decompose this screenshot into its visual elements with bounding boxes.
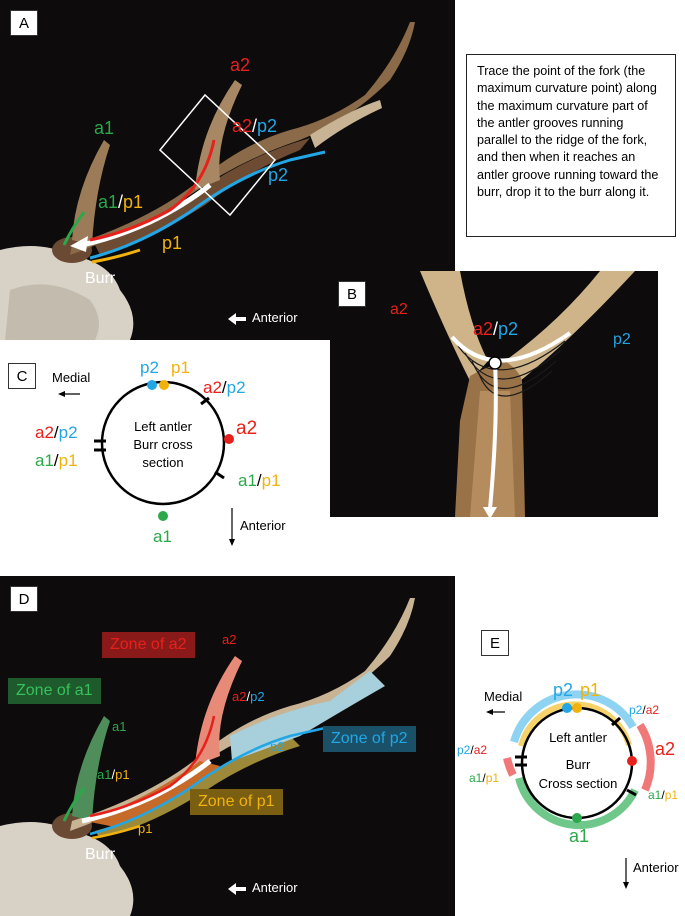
label-c-a2-p2-right: a2/p2 [203, 378, 246, 397]
label-d-a1-p1: a1/p1 [97, 767, 130, 782]
label-p1: p1 [162, 233, 183, 253]
panel-c: C Medial p2 p1 a2/p2 a2 a2/p2 a1/p1 a1/p… [0, 345, 325, 560]
panel-a-antler-drawing [0, 22, 415, 340]
label-d-anterior: Anterior [252, 880, 298, 895]
zone-a1: Zone of a1 [8, 678, 101, 704]
label-e-center-text: Left antler Burr Cross section [538, 730, 618, 791]
label-p2: p2 [268, 165, 289, 185]
label-d-a2-p2: a2/p2 [232, 689, 265, 704]
label-e-a1-p1-right: a1/p1 [648, 788, 679, 802]
panel-b-label: B [338, 281, 366, 307]
label-c-a1-p1-right: a1/p1 [238, 471, 281, 490]
label-a1: a1 [94, 118, 115, 138]
label-a1-p1: a1/p1 [98, 192, 144, 212]
label-c-p1: p1 [171, 358, 190, 377]
label-e-p2-a2-right: p2/a2 [629, 703, 660, 717]
label-b-a2: a2 [390, 301, 408, 318]
panel-b-fork-drawing [420, 271, 635, 517]
label-c-a2-p2-left: a2/p2 [35, 423, 78, 442]
panel-a-label: A [10, 10, 38, 36]
instruction-textbox: Trace the point of the fork (the maximum… [466, 54, 676, 237]
label-d-a1: a1 [112, 719, 127, 734]
panel-c-cross-section [58, 380, 235, 546]
label-d-a2: a2 [222, 632, 237, 647]
label-c-p2: p2 [140, 358, 159, 377]
label-e-a1-p1-left: a1/p1 [469, 771, 500, 785]
label-burr: Burr [85, 270, 116, 287]
panel-a: A a2 a2/p2 p2 a1 a1/p1 p1 Burr Anterior [0, 0, 455, 340]
label-c-medial: Medial [52, 370, 91, 385]
panel-e-label: E [481, 630, 509, 656]
label-d-p1: p1 [138, 821, 153, 836]
panel-e-cross-section [486, 690, 655, 889]
zone-p1: Zone of p1 [190, 789, 283, 815]
label-e-medial: Medial [484, 689, 523, 704]
panel-d-antler-drawing [0, 598, 415, 916]
label-d-p2: p2 [270, 739, 285, 754]
label-c-center-text: Left antler Burr cross section [133, 419, 193, 470]
panel-d: D Zone of a2 Zone of a1 Zone of p1 Zone … [0, 576, 455, 916]
label-e-p2: p2 [553, 680, 574, 700]
panel-d-label: D [10, 586, 38, 612]
label-d-burr: Burr [85, 846, 116, 863]
label-e-a2: a2 [655, 739, 676, 759]
panel-e: E Medial p2 p1 p2/a2 a2 p2/a2 a1/p1 a1/p… [455, 630, 685, 916]
label-b-a2-p2: a2/p2 [473, 319, 519, 339]
label-e-p1: p1 [580, 680, 601, 700]
panel-b: B a2 a2/p2 p2 [330, 271, 658, 517]
label-a2: a2 [230, 55, 251, 75]
panel-c-label: C [8, 363, 36, 389]
label-c-a1: a1 [153, 527, 172, 546]
label-e-anterior: Anterior [633, 860, 679, 875]
zone-p2: Zone of p2 [323, 726, 416, 752]
label-anterior: Anterior [252, 310, 298, 325]
label-c-a2: a2 [236, 418, 258, 439]
label-b-p2: p2 [613, 331, 631, 348]
label-c-anterior: Anterior [240, 518, 286, 533]
label-e-p2-a2-left: p2/a2 [457, 743, 488, 757]
zone-a2: Zone of a2 [102, 632, 195, 658]
label-e-a1: a1 [569, 826, 590, 846]
label-c-a1-p1-left: a1/p1 [35, 451, 78, 470]
label-a2-p2-fork: a2/p2 [232, 116, 278, 136]
